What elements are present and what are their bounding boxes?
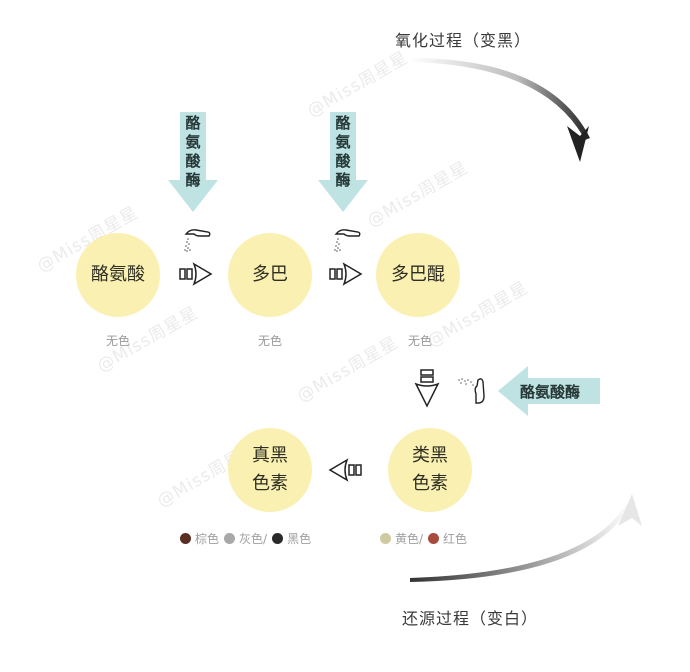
node-dopaquinone: 多巴醌: [376, 233, 460, 317]
down-arrow-icon: [414, 369, 440, 408]
reduction-title: 还源过程（变白）: [402, 609, 539, 628]
legend-label: 棕色: [195, 532, 220, 546]
legend-label: 灰色/: [239, 532, 268, 546]
brown-dot-icon: [180, 533, 191, 544]
node-label: 类黑: [412, 445, 448, 466]
spray-hand-icon: [334, 229, 361, 252]
enzyme-arrow-2: [318, 112, 368, 212]
right-arrow-icon: [329, 262, 363, 286]
enzyme-label-2: 酪氨酸酶: [335, 114, 351, 189]
enzyme-arrow-3: [498, 366, 600, 416]
spray-hand-icon: [458, 378, 485, 404]
left-arrow-icon: [328, 458, 362, 482]
oxidation-title: 氧化过程（变黑）: [395, 31, 532, 50]
node-label: 多巴: [252, 264, 288, 285]
node-pheomelanin: 类黑色素: [388, 428, 472, 512]
eumelanin-color-legend: 棕色 灰色/ 黑色: [180, 530, 316, 547]
node-eumelanin: 真黑色素: [228, 428, 312, 512]
node-tyrosine-color: 无色: [105, 334, 130, 348]
red-dot-icon: [428, 533, 440, 544]
legend-label: 黄色/: [395, 532, 424, 546]
legend-label: 红色: [443, 532, 468, 546]
right-arrow-icon: [179, 262, 213, 286]
black-dot-icon: [272, 533, 284, 544]
node-dopa-color: 无色: [257, 334, 282, 348]
pheomelanin-color-legend: 黄色/ 红色: [380, 530, 472, 547]
oxidation-curved-arrow-icon: [410, 58, 590, 162]
spray-hand-icon: [184, 229, 211, 252]
node-dopa: 多巴: [228, 233, 312, 317]
node-label: 酪氨酸: [91, 264, 145, 285]
node-label: 色素: [252, 473, 288, 494]
yellow-dot-icon: [380, 533, 391, 544]
node-label: 真黑: [252, 445, 288, 466]
node-label: 多巴醌: [391, 264, 445, 285]
enzyme-label-1: 酪氨酸酶: [185, 114, 201, 189]
node-label: 色素: [412, 473, 448, 494]
node-tyrosine: 酪氨酸: [76, 233, 160, 317]
reduction-curved-arrow-icon: [410, 494, 642, 582]
watermark: @Miss周星星: [293, 332, 402, 407]
node-dopaquinone-color: 无色: [407, 334, 432, 348]
gray-dot-icon: [224, 533, 236, 544]
enzyme-arrow-1: [168, 112, 218, 212]
legend-label: 黑色: [287, 532, 312, 546]
enzyme-label-3: 酪氨酸酶: [520, 383, 581, 401]
